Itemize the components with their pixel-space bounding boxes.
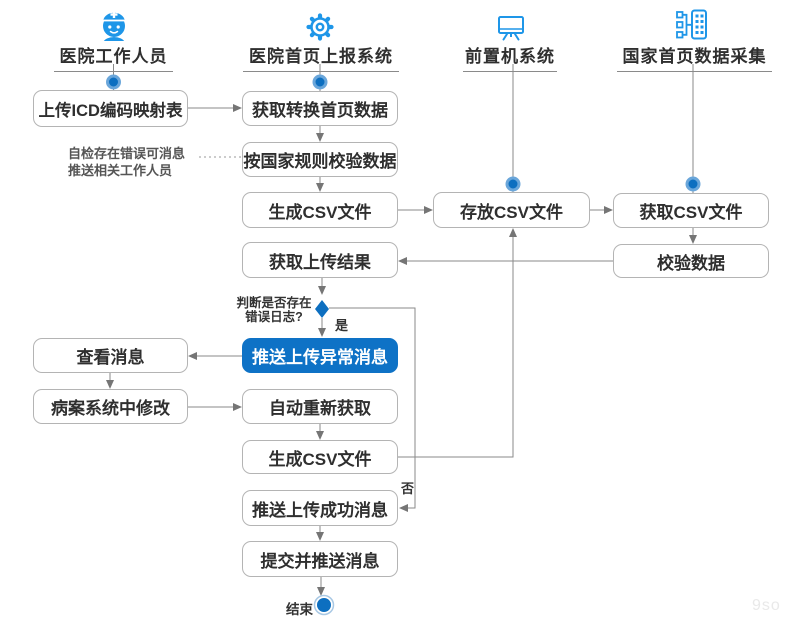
flow-lines (109, 64, 694, 588)
arrow-down-icon (316, 183, 324, 192)
node-auto-refetch: 自动重新获取 (242, 389, 398, 424)
node-validate-rules: 按国家规则校验数据 (242, 142, 398, 177)
arrow-down-icon (106, 380, 114, 389)
node-generate-csv-1: 生成CSV文件 (242, 192, 398, 228)
arrow-down-icon (318, 286, 326, 295)
note-line-1: 自检存在错误可消息 (68, 146, 186, 161)
lifeline-start-nodes (106, 74, 701, 192)
gear-icon (305, 12, 335, 47)
node-fetch-convert: 获取转换首页数据 (242, 91, 398, 126)
note-line-2: 推送相关工作人员 (68, 163, 173, 178)
self-check-note: 自检存在错误可消息 推送相关工作人员 (68, 145, 185, 179)
monitor-icon (496, 14, 526, 47)
nurse-icon (97, 6, 131, 48)
arrow-right-icon (424, 206, 433, 214)
arrow-left-icon (188, 352, 197, 360)
lane-title-front-machine: 前置机系统 (463, 42, 557, 72)
watermark-text: 9so (752, 597, 781, 614)
node-modify-in-system: 病案系统中修改 (33, 389, 188, 424)
arrow-down-icon (316, 532, 324, 541)
arrow-down-icon (316, 133, 324, 142)
start-node-icon (505, 176, 521, 192)
node-push-success: 推送上传成功消息 (242, 490, 398, 526)
start-node-icon (685, 176, 701, 192)
end-label: 结束 (286, 602, 313, 617)
lane-title-staff: 医院工作人员 (54, 42, 173, 72)
decision-diamond (315, 300, 329, 318)
arrow-right-icon (604, 206, 613, 214)
edge-gencsv2-storecsv (398, 237, 514, 458)
node-get-csv: 获取CSV文件 (613, 193, 769, 228)
arrow-right-icon (233, 104, 242, 112)
start-node-icon (106, 74, 121, 90)
node-submit-push: 提交并推送消息 (242, 541, 398, 577)
arrow-left-icon (399, 504, 408, 512)
node-store-csv: 存放CSV文件 (433, 192, 590, 228)
decision-line-1: 判断是否存在 (236, 296, 312, 310)
lane-title-hospital-system: 医院首页上报系统 (243, 42, 399, 72)
branch-yes-label: 是 (335, 318, 349, 333)
start-node-icon (312, 74, 328, 90)
lane-title-national: 国家首页数据采集 (617, 42, 772, 72)
arrow-down-icon (317, 587, 325, 596)
decision-line-2: 错误日志? (245, 310, 303, 324)
arrow-down-icon (689, 235, 697, 244)
node-view-message: 查看消息 (33, 338, 188, 373)
arrow-right-icon (233, 403, 242, 411)
branch-no-label: 否 (401, 481, 415, 496)
arrow-down-icon (318, 328, 326, 337)
node-upload-icd: 上传ICD编码映射表 (33, 90, 188, 127)
arrow-left-icon (398, 257, 407, 265)
node-generate-csv-2: 生成CSV文件 (242, 440, 398, 474)
end-node-icon (313, 594, 335, 616)
edge-decision-no-branch (329, 307, 416, 509)
node-push-error-message: 推送上传异常消息 (242, 338, 398, 373)
arrow-up-icon (509, 228, 517, 237)
data-collection-icon (674, 7, 711, 49)
node-verify-data: 校验数据 (613, 244, 769, 278)
arrow-down-icon (316, 431, 324, 440)
node-fetch-result: 获取上传结果 (242, 242, 398, 278)
arrowheads (106, 104, 697, 596)
decision-question-label: 判断是否存在 错误日志? (235, 296, 313, 324)
